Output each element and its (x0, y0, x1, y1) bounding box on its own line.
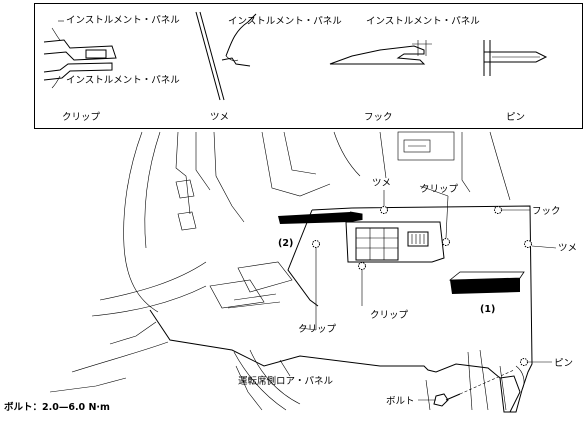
removal-arrow-1 (448, 271, 525, 294)
claw-illustration (195, 11, 257, 101)
step-2-label: (2) (278, 238, 293, 249)
fastener-legend: インストルメント・パネル インストルメント・パネル クリップ インストルメント・… (34, 3, 583, 129)
callout-clip-left: クリップ (298, 324, 337, 335)
pin-caption: ピン (506, 112, 525, 123)
torque-spec: ボルト：2.0—6.0 N·m (4, 401, 110, 413)
callout-pin-right: ピン (554, 358, 573, 369)
callout-clip-top: クリップ (420, 184, 459, 195)
callout-tsume-right: ツメ (558, 243, 577, 254)
clip-lower-part-label: インストルメント・パネル (66, 75, 180, 86)
callout-panel-name: 運転席側ロア・パネル (238, 375, 334, 387)
clip-illustration (43, 27, 117, 89)
dashboard-background (49, 131, 511, 411)
callout-hook-right: フック (532, 206, 561, 217)
step-1-label: (1) (480, 304, 495, 315)
legend-frame (34, 3, 583, 129)
callout-bolt: ボルト (386, 396, 415, 407)
hook-caption: フック (364, 112, 393, 123)
clip-caption: クリップ (62, 112, 101, 123)
claw-caption: ツメ (210, 112, 229, 123)
claw-part-label: インストルメント・パネル (228, 16, 342, 27)
hook-part-label: インストルメント・パネル (366, 16, 480, 27)
hook-illustration (329, 40, 432, 65)
removal-arrow-2 (278, 211, 363, 224)
pin-illustration (483, 40, 548, 76)
driver-lower-panel (149, 205, 533, 413)
bolt-icon (433, 369, 515, 407)
callout-clip-center: クリップ (370, 310, 409, 321)
leader-lines (279, 185, 557, 401)
fastener-markers (312, 206, 532, 366)
callout-tsume-top: ツメ (372, 178, 391, 189)
clip-upper-part-label: インストルメント・パネル (66, 15, 180, 26)
